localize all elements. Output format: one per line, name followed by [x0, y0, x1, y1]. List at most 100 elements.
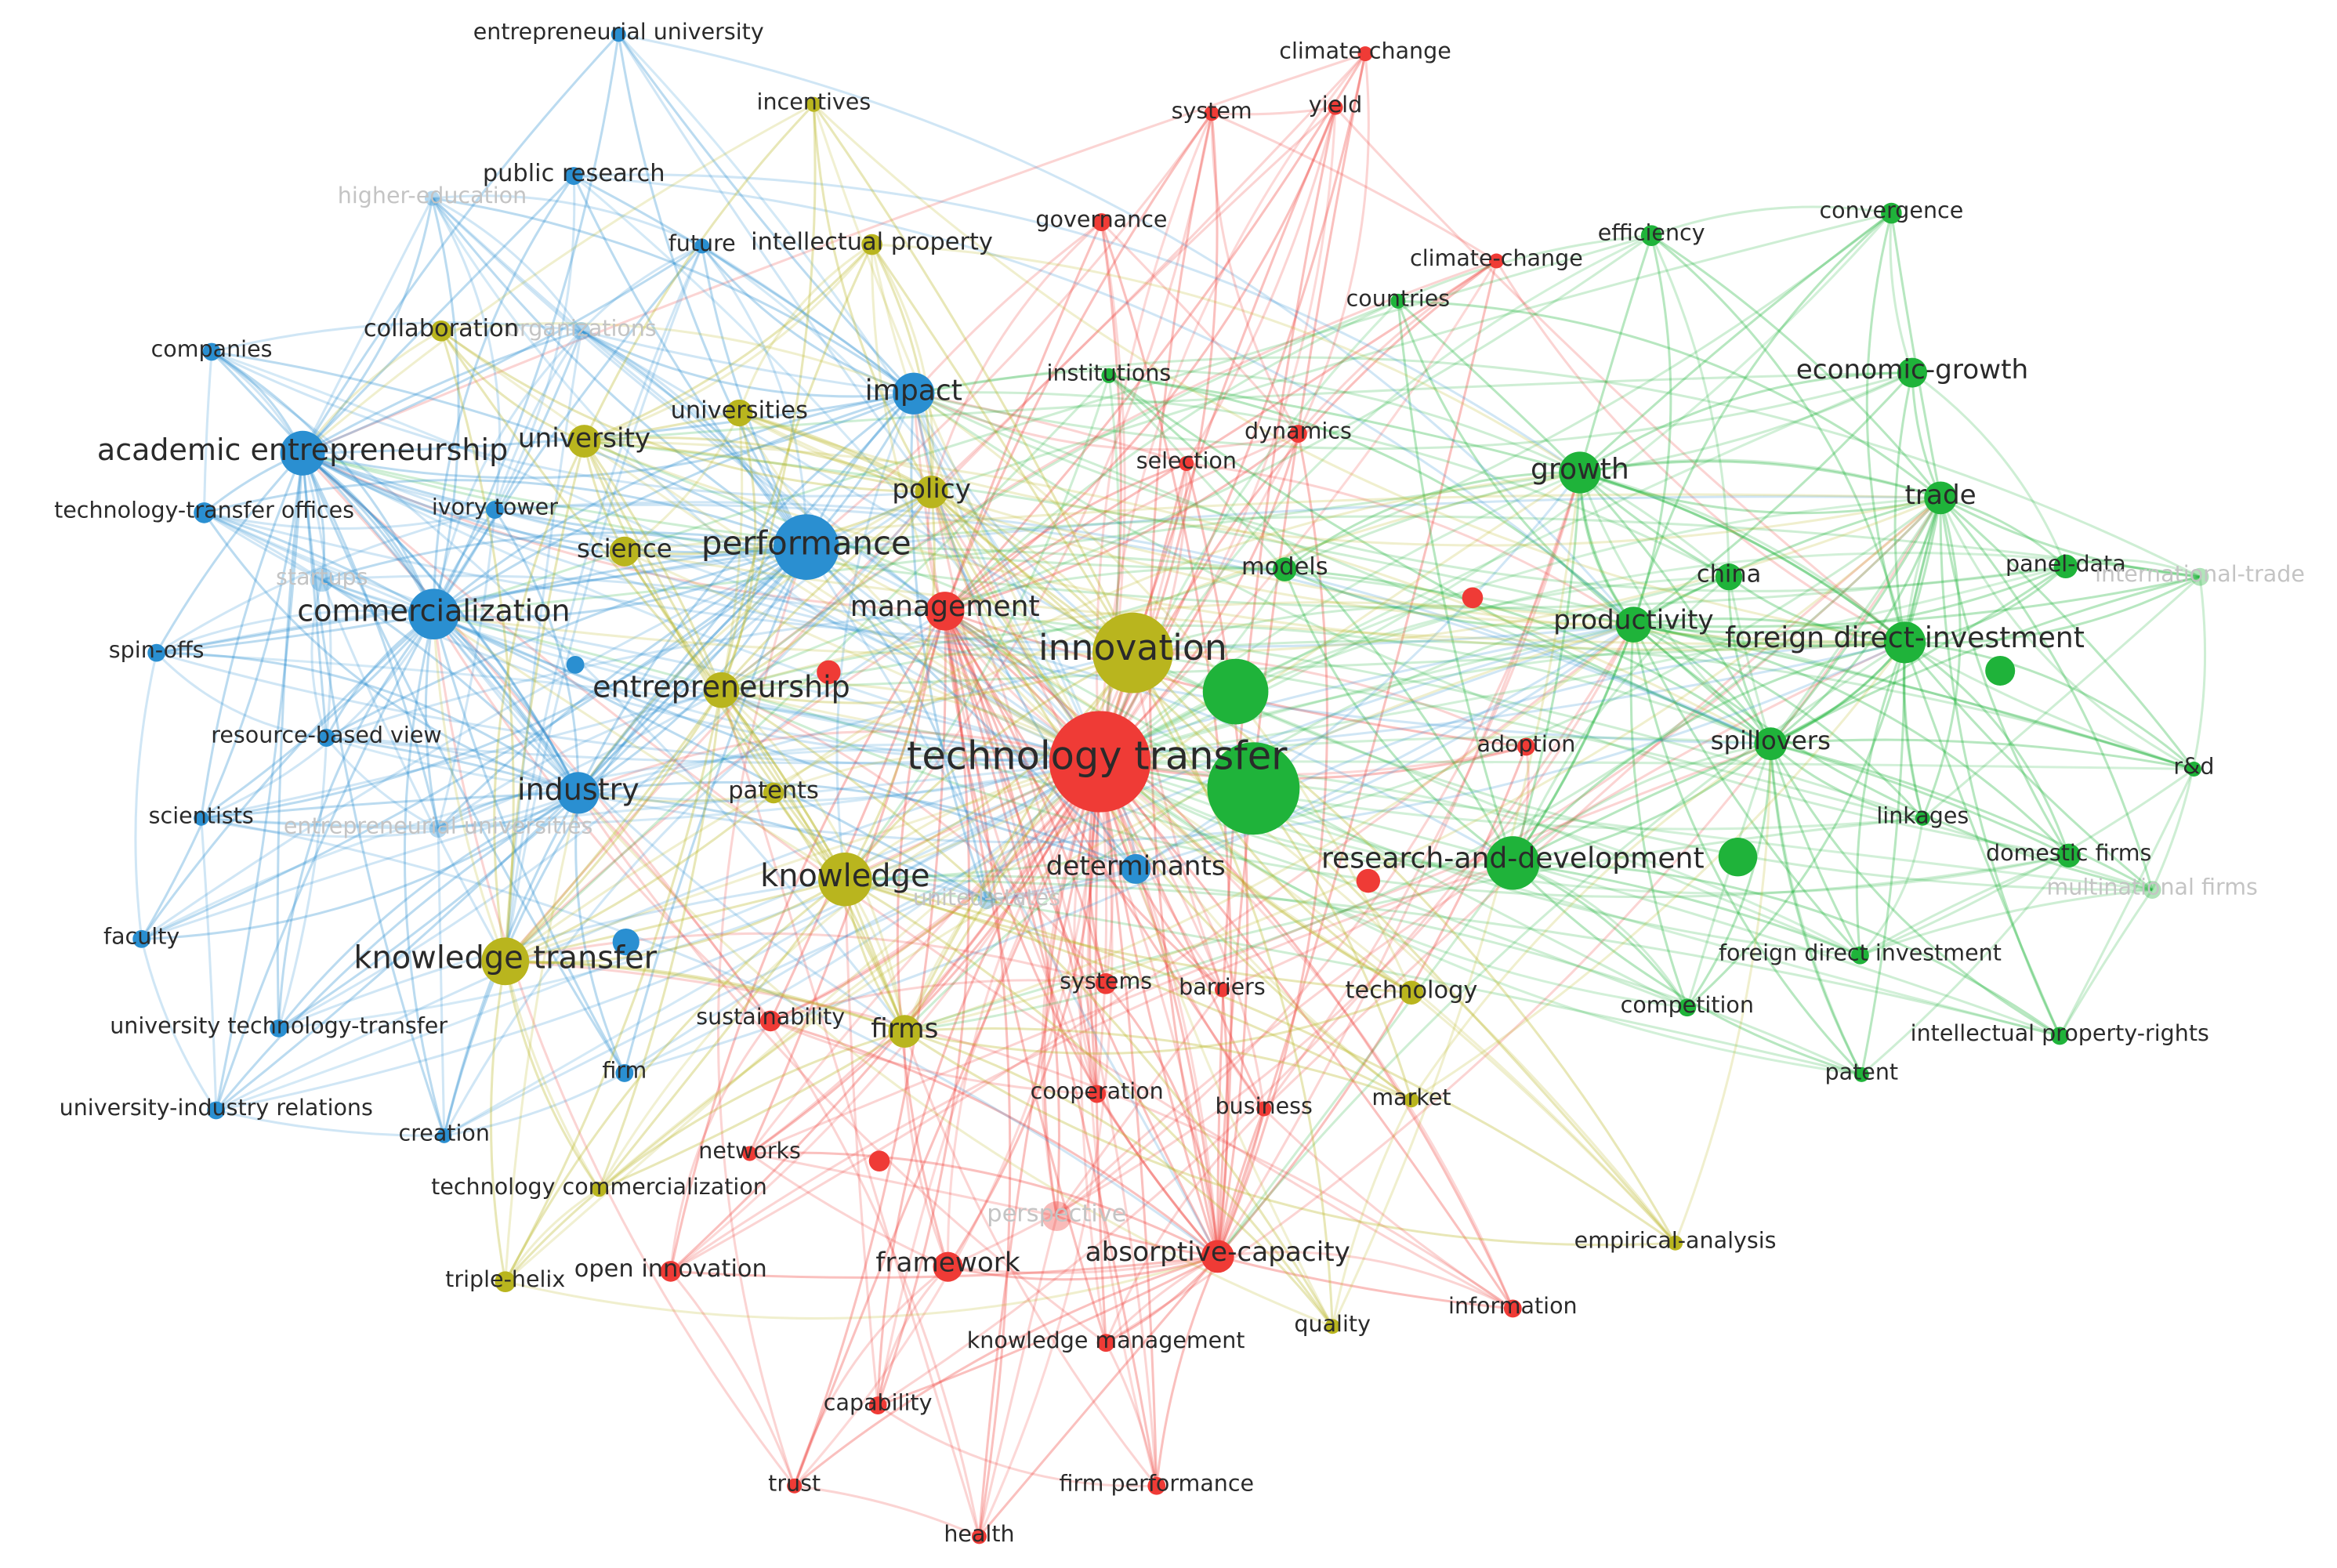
node-trust[interactable]: [787, 1478, 803, 1494]
node-cooperation[interactable]: [1088, 1085, 1107, 1103]
node-market[interactable]: [1404, 1092, 1419, 1108]
node-scientists[interactable]: [194, 810, 209, 826]
node-determinants[interactable]: [1121, 853, 1151, 884]
node-university-industry-relations[interactable]: [207, 1101, 226, 1120]
node-multinational-firms[interactable]: [2143, 881, 2161, 899]
node-commercialization[interactable]: [408, 588, 459, 640]
node-innovation[interactable]: [1092, 612, 1173, 693]
node-information[interactable]: [1503, 1299, 1522, 1318]
node-startups[interactable]: [310, 567, 334, 592]
node-united-states[interactable]: [977, 891, 996, 910]
node-yield[interactable]: [1328, 100, 1343, 115]
node-convergence[interactable]: [1881, 202, 1902, 224]
network-node-unlabeled-0[interactable]: [1202, 658, 1269, 725]
node-firm[interactable]: [615, 1064, 634, 1082]
node-quality[interactable]: [1324, 1319, 1340, 1334]
node-foreign-direct-investment[interactable]: [1883, 621, 1926, 664]
node-research-and-development[interactable]: [1486, 836, 1540, 890]
network-node-unlabeled-1[interactable]: [1207, 742, 1300, 835]
node-open-innovation[interactable]: [660, 1261, 682, 1282]
node-performance[interactable]: [774, 514, 839, 580]
node-impact[interactable]: [893, 372, 935, 415]
node-governance[interactable]: [1092, 213, 1111, 231]
node-science[interactable]: [609, 536, 640, 567]
node-growth[interactable]: [1559, 451, 1601, 494]
network-node-unlabeled-3[interactable]: [1985, 655, 2016, 686]
node-trade[interactable]: [1924, 481, 1958, 515]
network-node-unlabeled-2[interactable]: [1718, 837, 1758, 877]
node-entrepreneurial-universities[interactable]: [429, 820, 447, 838]
node-higher-education[interactable]: [425, 190, 440, 206]
node-sustainability[interactable]: [759, 1010, 781, 1032]
node-technology-transfer-offices[interactable]: [194, 502, 215, 523]
node-institutions[interactable]: [1101, 368, 1117, 383]
node-selection[interactable]: [1179, 456, 1194, 472]
node-framework[interactable]: [933, 1251, 963, 1282]
node-competition[interactable]: [1678, 998, 1697, 1017]
node-perspective[interactable]: [1042, 1201, 1072, 1232]
node-climate-change[interactable]: [1357, 46, 1373, 62]
node-spin-offs[interactable]: [147, 643, 166, 662]
node-resource-based-view[interactable]: [317, 729, 335, 747]
node-universities[interactable]: [726, 399, 753, 427]
node-industry[interactable]: [557, 772, 600, 814]
node-organizations[interactable]: [572, 321, 591, 340]
node-productivity[interactable]: [1615, 607, 1652, 643]
node-management[interactable]: [926, 592, 965, 631]
node-business[interactable]: [1256, 1101, 1272, 1117]
node-firms[interactable]: [888, 1015, 922, 1048]
node-university-technology-transfer[interactable]: [270, 1019, 288, 1037]
node-technology-transfer[interactable]: [1049, 711, 1151, 813]
node-system[interactable]: [1204, 106, 1219, 121]
node-efficiency[interactable]: [1640, 225, 1662, 246]
node-domestic-firms[interactable]: [2056, 843, 2081, 867]
node-linkages[interactable]: [1915, 810, 1930, 826]
node-faculty[interactable]: [132, 929, 151, 948]
node-technology[interactable]: [1399, 980, 1424, 1005]
node-r-d[interactable]: [2186, 761, 2201, 777]
node-systems[interactable]: [1095, 973, 1117, 994]
node-companies[interactable]: [202, 342, 221, 361]
node-intellectual-property[interactable]: [861, 234, 882, 255]
node-entrepreneurial-university[interactable]: [611, 27, 626, 42]
node-spillovers[interactable]: [1754, 727, 1788, 761]
node-absorptive-capacity[interactable]: [1201, 1240, 1234, 1273]
node-panel-data[interactable]: [2053, 554, 2078, 579]
node-patent[interactable]: [1853, 1066, 1869, 1082]
node-adoption[interactable]: [1517, 737, 1535, 756]
network-node-unlabeled-5[interactable]: [817, 660, 841, 685]
node-knowledge-transfer[interactable]: [481, 937, 530, 986]
network-node-unlabeled-7[interactable]: [868, 1150, 890, 1171]
node-future[interactable]: [694, 238, 710, 254]
node-ivory-tower[interactable]: [485, 501, 504, 519]
network-node-unlabeled-4[interactable]: [1462, 587, 1484, 609]
node-patents[interactable]: [763, 782, 784, 804]
node-foreign-direct-investment[interactable]: [1851, 946, 1869, 965]
node-academic-entrepreneurship[interactable]: [280, 430, 325, 476]
node-health[interactable]: [971, 1529, 987, 1544]
node-public-research[interactable]: [564, 167, 583, 185]
node-creation[interactable]: [437, 1128, 452, 1143]
network-node-unlabeled-6[interactable]: [1356, 868, 1381, 893]
node-models[interactable]: [1273, 557, 1297, 581]
node-knowledge-management[interactable]: [1096, 1334, 1115, 1353]
node-empirical-analysis[interactable]: [1668, 1235, 1683, 1251]
node-incentives[interactable]: [806, 96, 821, 112]
node-knowledge[interactable]: [818, 852, 872, 907]
network-node-unlabeled-8[interactable]: [566, 655, 585, 674]
node-intellectual-property-rights[interactable]: [2050, 1027, 2069, 1045]
node-firm-performance[interactable]: [1147, 1476, 1166, 1495]
node-networks[interactable]: [742, 1146, 758, 1161]
network-node-unlabeled-9[interactable]: [612, 928, 640, 956]
node-triple-helix[interactable]: [495, 1271, 516, 1293]
node-entrepreneurship[interactable]: [703, 672, 740, 708]
node-university[interactable]: [567, 425, 601, 458]
node-dynamics[interactable]: [1289, 425, 1307, 443]
node-economic-growth[interactable]: [1897, 357, 1928, 388]
node-international-trade[interactable]: [2190, 567, 2209, 586]
node-climate-change[interactable]: [1488, 253, 1504, 269]
node-barriers[interactable]: [1214, 982, 1230, 998]
node-collaboration[interactable]: [430, 320, 452, 342]
node-countries[interactable]: [1390, 293, 1406, 309]
node-policy[interactable]: [915, 475, 948, 509]
